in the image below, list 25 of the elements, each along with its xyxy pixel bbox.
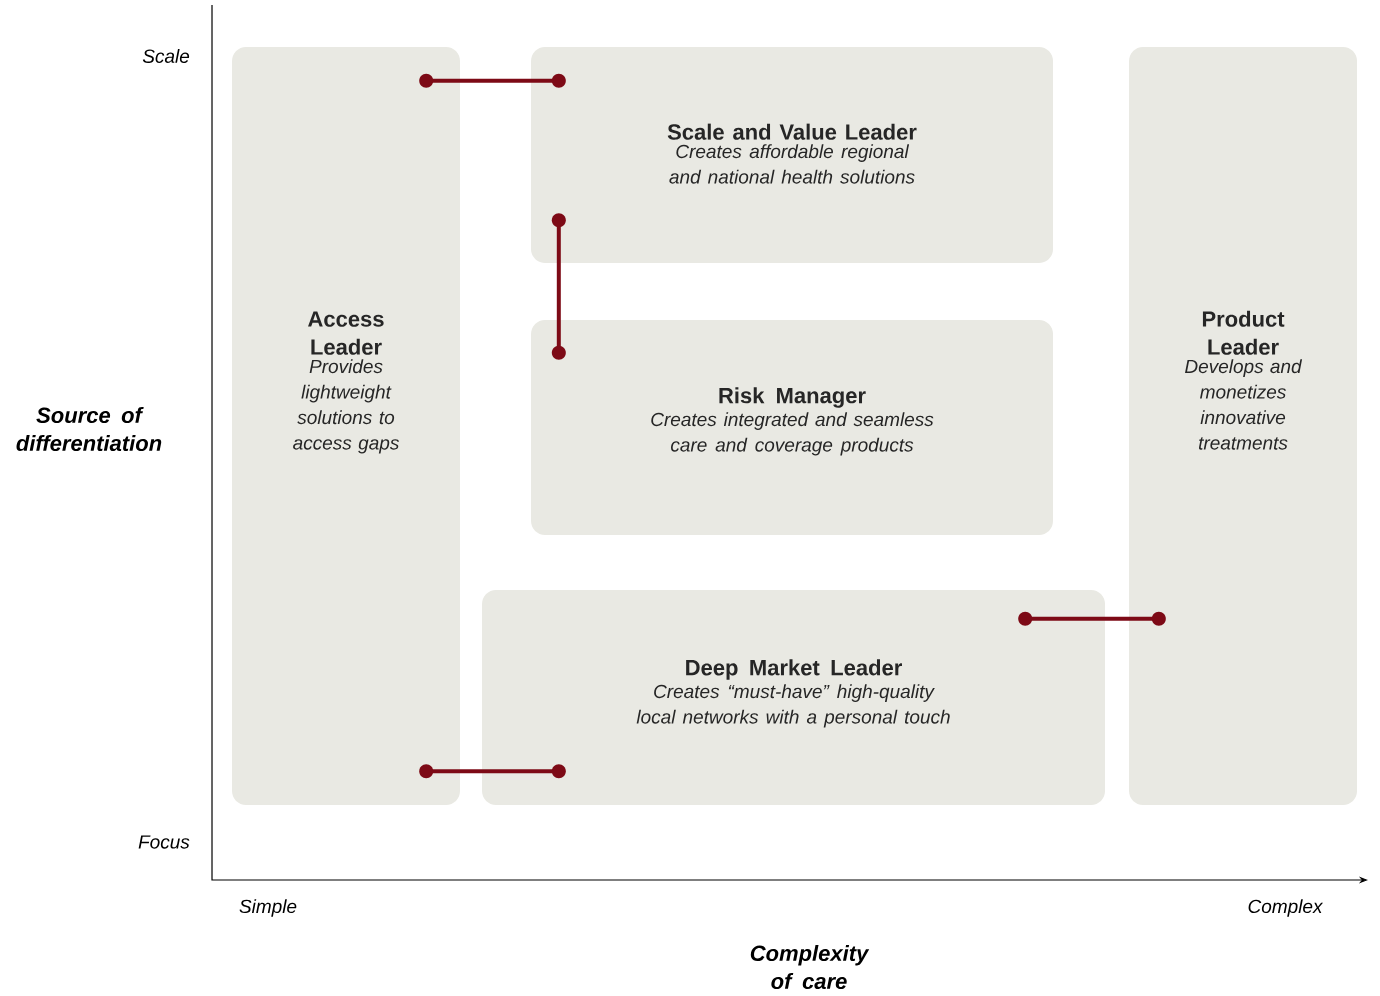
description: Creates affordable regional and national health solutions [669,144,915,184]
axis-label: Complex [1248,899,1324,917]
heading: Scale and Value Leader [667,123,917,140]
heading: Access Leader [308,311,384,355]
description: Provides lightweight solutions to access gaps [293,359,399,454]
category-box [1129,47,1357,805]
axis-label: Focus [138,835,190,849]
connector [419,764,566,779]
category-box [531,320,1053,535]
description: Creates integrated and seamless care and coverage products [651,412,934,456]
axis-title: Complexity of care [750,944,870,990]
category-box [482,590,1105,805]
axis-label: Simple [239,899,297,917]
connector [1018,611,1166,626]
heading: Product Leader [1202,310,1285,355]
category-box [531,47,1053,263]
axis-label: Scale [142,49,190,63]
category-box [232,47,460,805]
heading: Deep Market Leader [686,659,902,680]
axis-title: Source of differentiation [16,406,162,452]
connector [419,73,566,88]
description: Develops and monetizes innovative treatments [1185,359,1303,450]
heading: Risk Manager [719,387,866,408]
connector [551,213,566,360]
description: Creates “must-have” high-quality local networks with a personal touch [636,684,950,728]
